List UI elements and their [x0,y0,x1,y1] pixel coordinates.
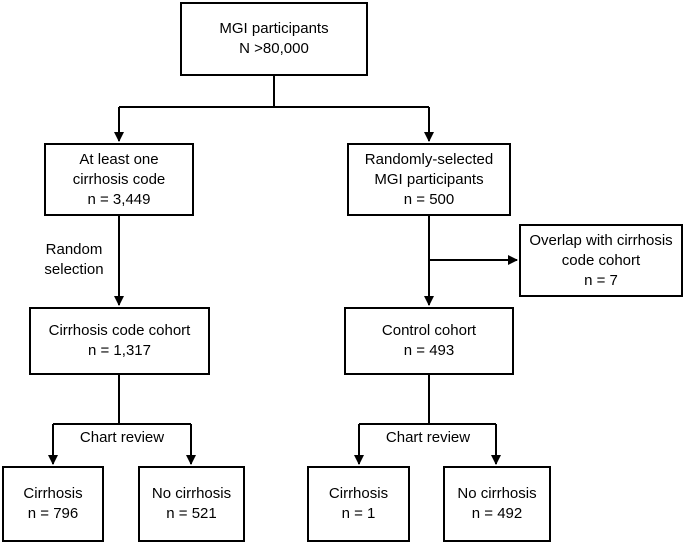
random-mgi-count: n = 500 [403,190,455,208]
mgi-participants-title: MGI participants [219,20,329,37]
right-cirrhosis-box: Cirrhosis n = 1 [307,466,410,542]
cirrhosis-cohort-box: Cirrhosis code cohort n = 1,317 [29,307,210,375]
overlap-count: n = 7 [584,271,618,289]
overlap-title-2: code cohort [561,251,641,269]
mgi-participants-count: N >80,000 [239,40,309,57]
cirrhosis-cohort-title: Cirrhosis code cohort [48,322,191,339]
control-cohort-box: Control cohort n = 493 [344,307,514,375]
cirrhosis-code-box: At least one cirrhosis code n = 3,449 [44,143,194,216]
overlap-box: Overlap with cirrhosis code cohort n = 7 [519,224,683,297]
random-selection-line2: selection [44,261,104,278]
right-cirrhosis-count: n = 1 [341,505,376,522]
random-mgi-title-1: Randomly-selected [364,150,494,168]
left-cirrhosis-box: Cirrhosis n = 796 [2,466,104,542]
control-cohort-count: n = 493 [403,342,455,359]
cirrhosis-code-title-2: cirrhosis code [72,170,166,188]
left-no-cirrhosis-count: n = 521 [166,505,217,522]
random-selection-line1: Random [45,241,103,258]
overlap-title-1: Overlap with cirrhosis [529,231,673,249]
left-cirrhosis-count: n = 796 [27,505,79,522]
cirrhosis-code-title-1: At least one [79,150,159,168]
right-cirrhosis-title: Cirrhosis [328,485,389,502]
random-mgi-box: Randomly-selected MGI participants n = 5… [347,143,511,216]
mgi-participants-box: MGI participants N >80,000 [180,2,368,76]
random-selection-label: Random selection [34,240,114,280]
cirrhosis-cohort-count: n = 1,317 [88,342,151,359]
right-no-cirrhosis-box: No cirrhosis n = 492 [443,466,551,542]
right-no-cirrhosis-title: No cirrhosis [457,485,537,502]
left-no-cirrhosis-box: No cirrhosis n = 521 [138,466,245,542]
chart-review-left-label: Chart review [66,428,178,448]
control-cohort-title: Control cohort [381,322,477,339]
random-mgi-title-2: MGI participants [374,170,484,188]
left-cirrhosis-title: Cirrhosis [23,485,83,502]
left-no-cirrhosis-title: No cirrhosis [151,485,232,502]
chart-review-right-label: Chart review [372,428,484,448]
right-no-cirrhosis-count: n = 492 [471,505,523,522]
cirrhosis-code-count: n = 3,449 [87,190,151,208]
